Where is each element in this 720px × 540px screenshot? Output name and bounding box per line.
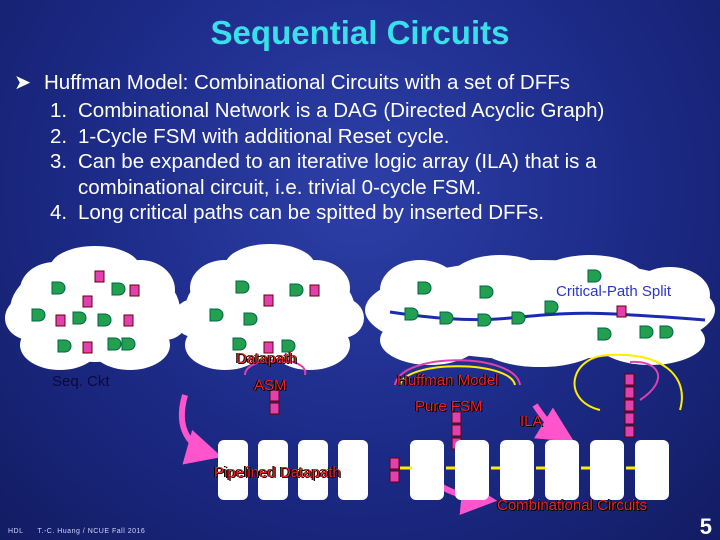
ila-stages [410,440,669,500]
dffs-datapath [263,284,320,354]
list-item: 4. Long critical paths can be spitted by … [50,200,604,226]
gates-critical-path [404,269,674,341]
gates-seq-ckt [31,281,136,353]
bullet-text: Huffman Model: Combinational Circuits wi… [44,71,570,94]
footer: HDL T.-C. Huang / NCUE Fall 2016 [8,528,159,535]
numbered-list: 1. Combinational Network is a DAG (Direct… [50,98,604,226]
list-text: Can be expanded to an iterative logic ar… [78,150,597,173]
arrow-bullet-icon: ➤ [14,71,32,94]
asm-label: ASM [254,377,287,394]
page-number: 5 [699,514,712,539]
pure-fsm-label: Pure FSM [415,398,483,415]
combinational-label: Combinational Circuits [497,497,648,514]
list-number: 1. [50,99,68,122]
datapath-label: Datapath [236,350,297,367]
cloud-seq-ckt [5,246,187,370]
pipelined-label: Pipelined Datapath [214,464,341,481]
huffman-label: Huffman Model [397,372,499,389]
loop-arrows [244,353,683,411]
slide-title: Sequential Circuits [210,14,510,51]
list-item-continuation: combinational circuit, i.e. trivial 0-cy… [78,175,482,199]
list-item: 2. 1-Cycle FSM with additional Reset cycl… [50,124,604,150]
gates-datapath [209,280,304,353]
list-number: 4. [50,201,68,224]
list-text: Long critical paths can be spitted by in… [78,201,545,224]
list-item: 1. Combinational Network is a DAG (Direct… [50,98,604,124]
list-number: 2. [50,124,68,148]
list-text: 1-Cycle FSM with additional Reset cycle. [78,124,450,148]
footer-course: HDL [8,528,24,535]
list-item: 3. Can be expanded to an iterative logic … [50,149,604,175]
seq-ckt-label: Seq. Ckt [52,373,110,390]
cloud-critical-path [365,255,715,367]
footer-author: T.-C. Huang / NCUE Fall 2016 [37,528,146,535]
critical-path-label: Critical-Path Split [556,283,672,300]
ila-label: ILA [520,413,543,430]
dffs-seq-ckt [55,270,140,354]
bullet-row: ➤ Huffman Model: Combinational Circuits w… [14,70,570,95]
list-number: 3. [50,150,68,173]
pipeline-stages [218,440,368,500]
dff-split [616,305,627,318]
list-text: Combinational Network is a DAG (Directed… [78,99,605,122]
